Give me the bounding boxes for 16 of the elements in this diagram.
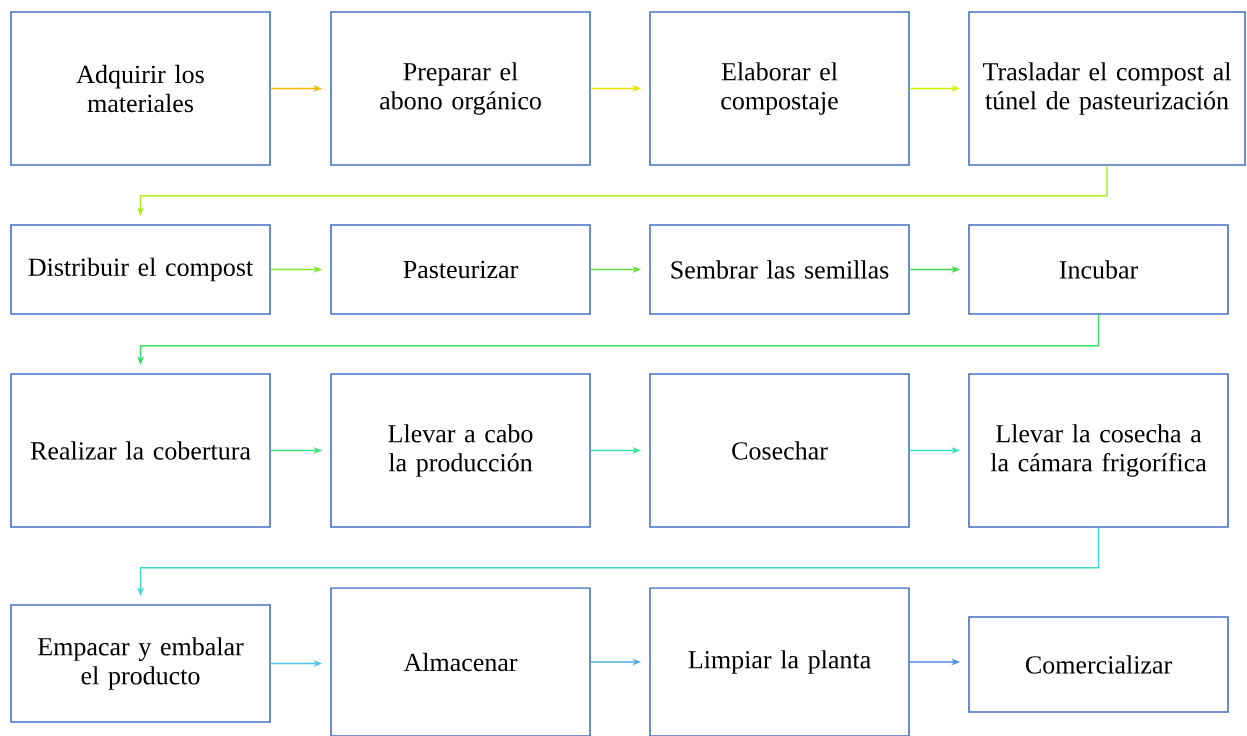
process-box: Comercializar xyxy=(968,616,1229,713)
process-box: Almacenar xyxy=(330,587,591,736)
process-box: Trasladar el compost al túnel de pasteurización xyxy=(968,11,1246,166)
process-box: Distribuir el compost xyxy=(10,224,271,315)
process-box: Adquirir los materiales xyxy=(10,11,271,166)
process-box: Cosechar xyxy=(649,373,910,528)
process-box: Sembrar las semillas xyxy=(649,224,910,315)
process-box: Llevar a cabo la producción xyxy=(330,373,591,528)
process-box: Incubar xyxy=(968,224,1229,315)
process-box: Realizar la cobertura xyxy=(10,373,271,528)
process-box: Limpiar la planta xyxy=(649,587,910,736)
process-box: Preparar el abono orgánico xyxy=(330,11,591,166)
process-box: Pasteurizar xyxy=(330,224,591,315)
process-box: Empacar y embalar el producto xyxy=(10,604,271,723)
process-box: Llevar la cosecha a la cámara frigorífica xyxy=(968,373,1229,528)
process-box: Elaborar el compostaje xyxy=(649,11,910,166)
